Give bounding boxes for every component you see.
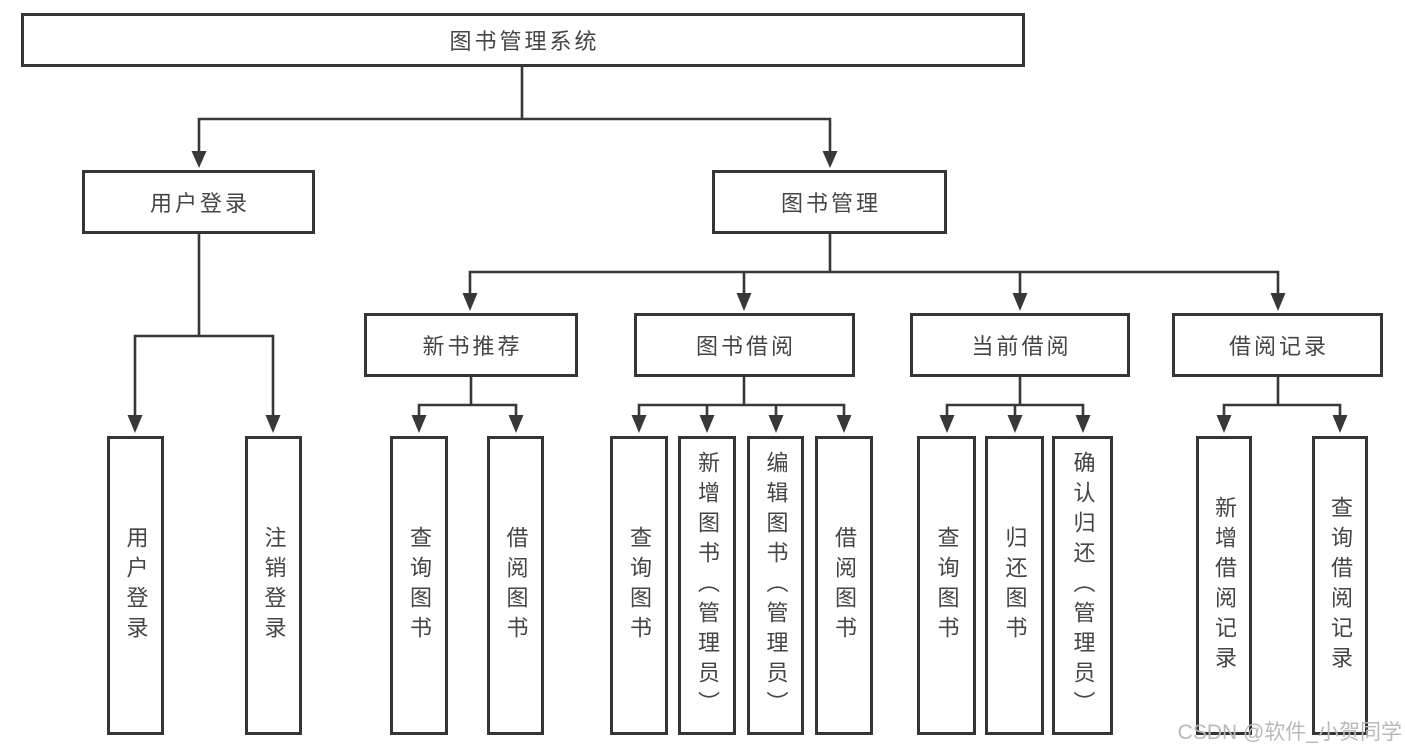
node-book-borrow: 图书借阅: [634, 313, 855, 377]
arrowhead: [631, 415, 647, 433]
leaf-logout: 注销登录: [245, 436, 302, 735]
leaf-label: 借阅图书: [503, 525, 529, 646]
leaf-edit-books-admin: 编辑图书（管理员）: [747, 436, 804, 735]
leaf-label: 注销登录: [261, 525, 287, 646]
leaf-label: 确认归还（管理员）: [1070, 450, 1096, 721]
leaf-query-borrow-record: 查询借阅记录: [1312, 436, 1368, 735]
arrowhead: [768, 415, 784, 433]
csdn-watermark: CSDN @软件_小贺同学: [1177, 721, 1402, 744]
leaf-label: 查询图书: [407, 525, 432, 646]
leaf-confirm-return-admin: 确认归还（管理员）: [1052, 436, 1113, 735]
connector-path: [637, 377, 846, 415]
arrowhead: [1270, 293, 1286, 311]
leaf-add-books-admin: 新增图书（管理员）: [678, 436, 736, 735]
node-book-management: 图书管理: [712, 170, 947, 234]
node-label: 用户登录: [149, 191, 250, 216]
node-label: 当前借阅: [971, 334, 1072, 359]
node-current-borrow: 当前借阅: [910, 313, 1130, 377]
leaf-borrow-books: 借阅图书: [815, 436, 873, 735]
leaf-borrow-books-recommend: 借阅图书: [487, 436, 544, 735]
leaf-label: 归还图书: [1002, 525, 1028, 646]
leaf-return-books: 归还图书: [985, 436, 1044, 735]
arrowhead: [1012, 293, 1028, 311]
arrowhead: [411, 415, 427, 433]
arrowhead: [191, 151, 207, 168]
node-library-system: 图书管理系统: [21, 13, 1025, 67]
node-label: 新书推荐: [422, 334, 523, 359]
node-label: 图书借阅: [695, 334, 796, 359]
leaf-add-borrow-record: 新增借阅记录: [1196, 436, 1252, 735]
arrowhead: [265, 415, 281, 433]
arrowhead: [822, 151, 838, 168]
connector-path: [945, 377, 1085, 415]
node-label: 图书管理: [780, 191, 881, 216]
leaf-query-books-recommend: 查询图书: [390, 436, 448, 735]
leaf-label: 查询图书: [627, 525, 652, 646]
arrowhead: [1007, 415, 1023, 433]
node-new-book-recommend: 新书推荐: [364, 313, 578, 377]
leaf-label: 查询图书: [934, 525, 960, 646]
leaf-query-books-current: 查询图书: [917, 436, 976, 735]
arrowhead: [736, 293, 752, 311]
arrowhead: [836, 415, 852, 433]
arrowhead: [699, 415, 715, 433]
connector-path: [197, 67, 832, 151]
arrowhead: [1332, 415, 1348, 433]
arrowhead: [939, 415, 955, 433]
arrowhead: [1216, 415, 1232, 433]
arrowhead: [508, 415, 524, 433]
leaf-label: 新增借阅记录: [1212, 495, 1237, 676]
connector-path: [1222, 377, 1342, 415]
leaf-label: 用户登录: [123, 525, 149, 646]
node-label: 借阅记录: [1228, 334, 1329, 359]
connector-path: [133, 234, 275, 415]
connector-path: [417, 377, 518, 415]
leaf-label: 编辑图书（管理员）: [763, 450, 789, 721]
connector-path: [468, 234, 1280, 293]
leaf-label: 借阅图书: [832, 525, 857, 646]
arrowhead: [127, 415, 143, 433]
leaf-label: 查询借阅记录: [1328, 495, 1353, 676]
arrowhead: [1075, 415, 1091, 433]
leaf-query-books-borrow: 查询图书: [610, 436, 668, 735]
arrowhead: [462, 293, 478, 311]
node-user-login: 用户登录: [82, 170, 315, 234]
leaf-user-login: 用户登录: [107, 436, 164, 735]
node-borrow-records: 借阅记录: [1172, 313, 1383, 377]
node-label: 图书管理系统: [449, 29, 600, 54]
leaf-label: 新增图书（管理员）: [695, 450, 720, 721]
